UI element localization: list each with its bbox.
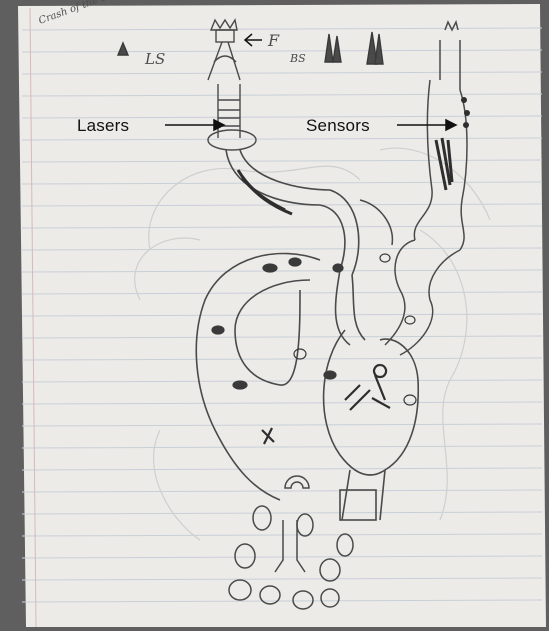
sensors-annotation: Sensors <box>306 116 370 136</box>
f-mark: F <box>267 31 280 50</box>
lasers-annotation: Lasers <box>77 116 129 136</box>
ls-mark: LS <box>144 50 165 68</box>
bs-mark: BS <box>289 52 306 65</box>
